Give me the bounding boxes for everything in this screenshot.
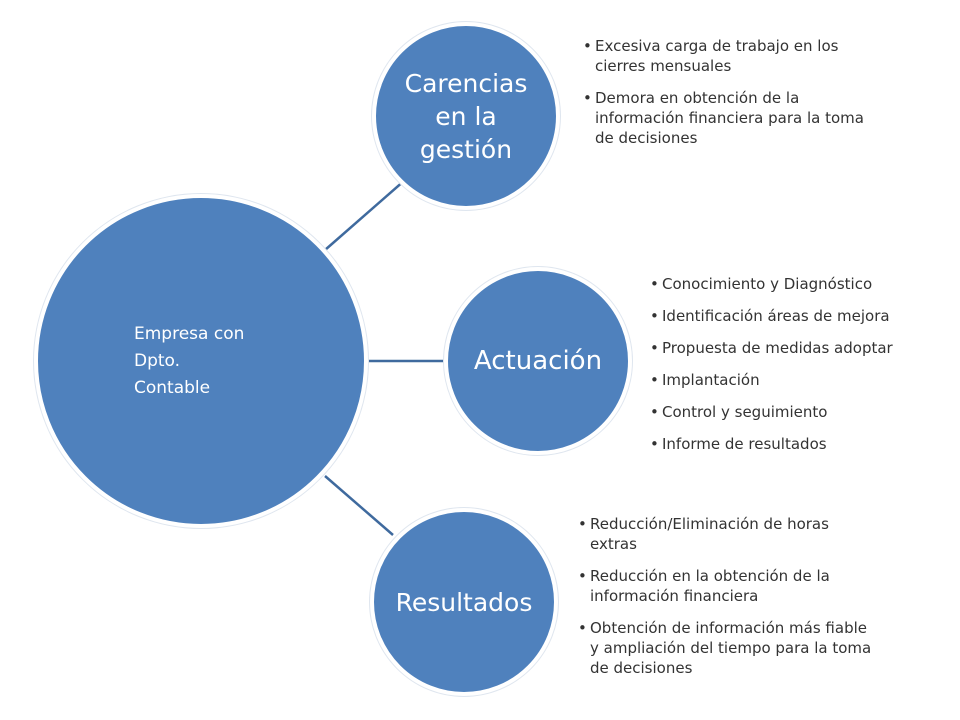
list-item: Identificación áreas de mejora — [650, 306, 950, 326]
list-item: Control y seguimiento — [650, 402, 950, 422]
node-circle-actuacion: Actuación — [444, 267, 632, 455]
center-line-1: Empresa con — [134, 323, 245, 344]
node-title-actuacion: Actuación — [473, 345, 603, 376]
node-title-carencias: Carencias en la gestión — [404, 68, 528, 164]
list-item: Conocimiento y Diagnóstico — [650, 274, 950, 294]
bullet-list-resultados: Reducción/Eliminación de horas extras Re… — [578, 514, 878, 690]
list-item: Obtención de información más fiable y am… — [578, 618, 878, 678]
bullet-list-actuacion: Conocimiento y Diagnóstico Identificació… — [650, 274, 950, 466]
center-line-2: Dpto. — [134, 350, 181, 371]
node-circle-resultados: Resultados — [370, 508, 558, 696]
bullet-list-carencias: Excesiva carga de trabajo en los cierres… — [583, 36, 873, 160]
list-item: Reducción/Eliminación de horas extras — [578, 514, 878, 554]
list-item: Excesiva carga de trabajo en los cierres… — [583, 36, 873, 76]
node-circle-carencias: Carencias en la gestión — [372, 22, 560, 210]
center-line-3: Contable — [134, 377, 211, 398]
center-label: Empresa con Dpto. Contable — [134, 321, 274, 402]
list-item: Demora en obtención de la información fi… — [583, 88, 873, 148]
list-item: Propuesta de medidas adoptar — [650, 338, 950, 358]
center-circle-empresa: Empresa con Dpto. Contable — [34, 194, 368, 528]
connector-to-resultados — [324, 475, 394, 536]
list-item: Reducción en la obtención de la informac… — [578, 566, 878, 606]
list-item: Informe de resultados — [650, 434, 950, 454]
connector-to-carencias — [324, 179, 406, 251]
node-title-resultados: Resultados — [395, 587, 533, 617]
list-item: Implantación — [650, 370, 950, 390]
